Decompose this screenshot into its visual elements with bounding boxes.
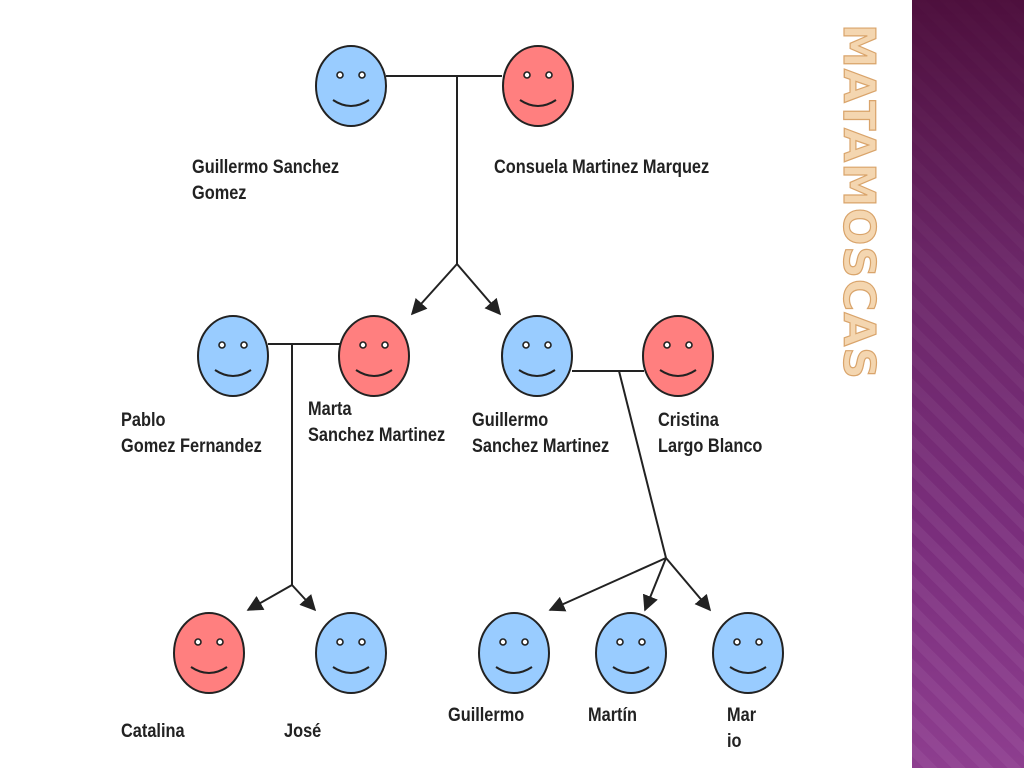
left-eye (663, 341, 671, 349)
name-line: Cristina (658, 410, 719, 431)
child-arrow (456, 263, 502, 316)
smile (729, 666, 767, 674)
name-label-jose: José (284, 719, 321, 745)
name-line: Marta (308, 399, 352, 420)
name-line: Pablo (121, 410, 166, 431)
face-outline (197, 315, 269, 397)
name-label-martin: Martín (588, 703, 637, 729)
left-eye (336, 71, 344, 79)
name-line: Largo Blanco (658, 436, 763, 457)
name-line: Guillermo (472, 410, 549, 431)
face-mario (712, 612, 784, 694)
faces (173, 45, 784, 694)
right-eye (358, 638, 366, 646)
name-line: Sanchez Martinez (472, 436, 610, 457)
face-outline (501, 315, 573, 397)
child-arrow (548, 557, 667, 612)
name-line: Guillermo (448, 705, 525, 726)
face-outline (173, 612, 245, 694)
slide-title: MATAMOSCAS (832, 23, 884, 380)
smile (612, 666, 650, 674)
descent-line (618, 370, 667, 559)
face-guillermo-sanchez-martinez (501, 315, 573, 397)
name-line: io (727, 731, 742, 752)
face-consuela-martinez-marquez (502, 45, 574, 127)
left-eye (218, 341, 226, 349)
child-arrow (291, 584, 317, 612)
face-outline (642, 315, 714, 397)
face-marta-sanchez-martinez (338, 315, 410, 397)
left-eye (194, 638, 202, 646)
face-catalina (173, 612, 245, 694)
right-eye (216, 638, 224, 646)
right-eye (545, 71, 553, 79)
face-guillermo (478, 612, 550, 694)
right-eye (638, 638, 646, 646)
face-jose (315, 612, 387, 694)
face-outline (315, 45, 387, 127)
smile (332, 99, 370, 107)
right-eye (240, 341, 248, 349)
right-eye (755, 638, 763, 646)
smile (495, 666, 533, 674)
face-cristina-largo-blanco (642, 315, 714, 397)
right-eye (358, 71, 366, 79)
smile (659, 369, 697, 377)
face-pablo-gomez-fernandez (197, 315, 269, 397)
left-eye (359, 341, 367, 349)
name-line: Gomez Fernandez (121, 436, 262, 457)
family-tree-diagram (173, 45, 784, 694)
left-eye (523, 71, 531, 79)
name-line: José (284, 721, 322, 742)
left-eye (616, 638, 624, 646)
name-line: Guillermo Sanchez (192, 157, 340, 178)
smile (355, 369, 393, 377)
name-line: Consuela Martinez Marquez (494, 157, 710, 178)
name-label-mario: Mar io (727, 703, 756, 755)
child-arrow (642, 557, 667, 612)
name-label-guillermo: Guillermo (448, 703, 524, 729)
name-line: Martín (588, 705, 638, 726)
child-arrow (246, 584, 293, 611)
name-line: Sanchez Martinez (308, 425, 446, 446)
name-line: Gomez (192, 183, 247, 204)
face-outline (502, 45, 574, 127)
smile (332, 666, 370, 674)
left-eye (522, 341, 530, 349)
face-outline (712, 612, 784, 694)
right-eye (521, 638, 529, 646)
right-eye (685, 341, 693, 349)
right-eye (544, 341, 552, 349)
name-line: Catalina (121, 721, 185, 742)
left-eye (336, 638, 344, 646)
smile (190, 666, 228, 674)
child-arrow (410, 263, 458, 316)
face-outline (595, 612, 667, 694)
face-outline (338, 315, 410, 397)
face-outline (315, 612, 387, 694)
left-eye (733, 638, 741, 646)
decorative-sidebar (912, 0, 1024, 768)
face-guillermo-sanchez-gomez (315, 45, 387, 127)
name-label-catalina: Catalina (121, 719, 185, 745)
connectors (246, 75, 712, 612)
left-eye (499, 638, 507, 646)
smile (519, 99, 557, 107)
name-label-consuela-martinez-marquez: Consuela Martinez Marquez (494, 155, 709, 181)
child-arrow (665, 557, 712, 612)
smile (214, 369, 252, 377)
right-eye (381, 341, 389, 349)
face-outline (478, 612, 550, 694)
smile (518, 369, 556, 377)
name-line: Mar (727, 705, 757, 726)
face-martin (595, 612, 667, 694)
